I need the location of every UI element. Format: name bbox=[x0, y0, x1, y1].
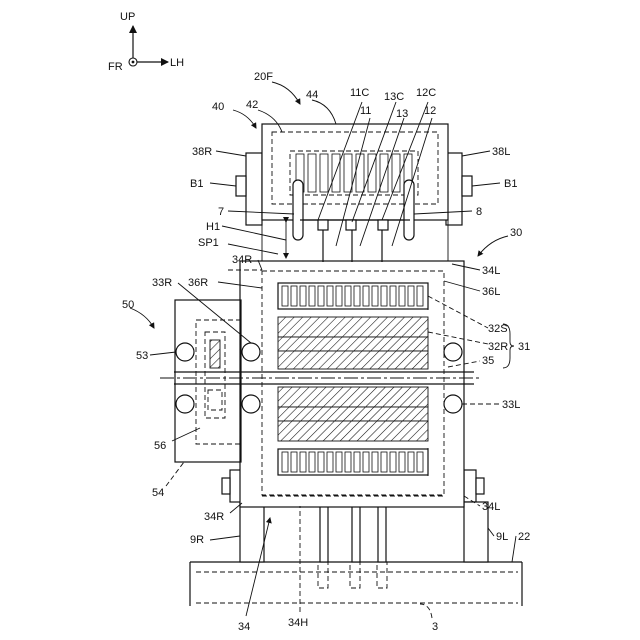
label-22: 22 bbox=[518, 531, 530, 543]
label-8: 8 bbox=[476, 206, 482, 218]
label-11: 11 bbox=[360, 105, 371, 117]
label-56: 56 bbox=[154, 440, 166, 452]
label-34L-top: 34L bbox=[482, 265, 500, 277]
left-axis-label: LH bbox=[170, 57, 184, 69]
label-33L: 33L bbox=[502, 399, 520, 411]
label-33R: 33R bbox=[152, 277, 172, 289]
label-35: 35 bbox=[482, 355, 494, 367]
orientation-indicator: UP FR LH bbox=[108, 11, 184, 73]
label-38L: 38L bbox=[492, 146, 510, 158]
label-50: 50 bbox=[122, 299, 134, 311]
label-SP1: SP1 bbox=[198, 237, 219, 249]
label-9L: 9L bbox=[496, 531, 508, 543]
front-axis-label: FR bbox=[108, 61, 123, 73]
gear-unit bbox=[175, 300, 241, 462]
label-B1-left: B1 bbox=[190, 178, 203, 190]
label-54: 54 bbox=[152, 487, 164, 499]
label-40: 40 bbox=[212, 101, 224, 113]
terminal-studs bbox=[318, 502, 387, 588]
label-11C: 11C bbox=[350, 87, 369, 99]
inverter-unit bbox=[236, 124, 472, 262]
base-frame bbox=[190, 562, 522, 606]
up-axis-label: UP bbox=[120, 11, 135, 23]
label-31: 31 bbox=[518, 341, 530, 353]
label-34R-top: 34R bbox=[232, 254, 252, 266]
label-7: 7 bbox=[218, 206, 224, 218]
label-42: 42 bbox=[246, 99, 258, 111]
label-20F: 20F bbox=[254, 71, 273, 83]
label-13C: 13C bbox=[384, 91, 404, 103]
label-32R: 32R bbox=[488, 341, 508, 353]
label-34: 34 bbox=[238, 621, 250, 633]
label-13: 13 bbox=[396, 108, 408, 120]
label-38R: 38R bbox=[192, 146, 212, 158]
label-53: 53 bbox=[136, 350, 148, 362]
label-12: 12 bbox=[424, 105, 436, 117]
label-34H: 34H bbox=[288, 617, 308, 629]
label-32S: 32S bbox=[488, 323, 508, 335]
label-12C: 12C bbox=[416, 87, 436, 99]
label-34R-bottom: 34R bbox=[204, 511, 224, 523]
label-B1-right: B1 bbox=[504, 178, 517, 190]
label-30: 30 bbox=[510, 227, 522, 239]
label-44: 44 bbox=[306, 89, 318, 101]
label-34L-bottom: 34L bbox=[482, 501, 500, 513]
label-9R: 9R bbox=[190, 534, 204, 546]
label-36L: 36L bbox=[482, 286, 500, 298]
label-36R: 36R bbox=[188, 277, 208, 289]
label-3: 3 bbox=[432, 621, 438, 633]
label-H1: H1 bbox=[206, 221, 220, 233]
